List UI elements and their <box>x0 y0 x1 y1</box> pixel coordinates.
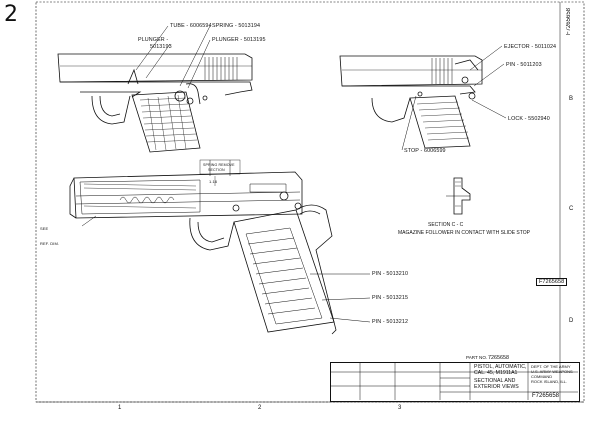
agency-line-4: ROCK ISLAND, ILL. <box>531 379 568 384</box>
margin-number-3: 3 <box>398 405 402 411</box>
title-block <box>330 362 580 402</box>
margin-letter-d: D <box>569 318 574 324</box>
title-line-2: CAL. 45, M1911A1 <box>474 370 518 376</box>
section-label: SECTION C - C <box>428 222 464 228</box>
section-cc-figure <box>446 177 471 215</box>
callout-pin-5013210: PIN - 5013210 <box>372 271 409 277</box>
dimension-label: 1.16 <box>209 179 218 184</box>
callout-plunger-right: PLUNGER - 5013195 <box>212 37 266 43</box>
agency-line-2: U.S. ARMY WEAPONS <box>531 369 573 374</box>
agency-line-1: DEPT. OF THE ARMY <box>531 364 571 369</box>
callout-lock: LOCK - 5502940 <box>508 116 550 122</box>
note-section: SECTION <box>208 168 225 172</box>
view-line-1: SECTIONAL AND <box>474 378 516 384</box>
section-caption: MAGAZINE FOLLOWER IN CONTACT WITH SLIDE … <box>398 230 530 236</box>
note-left-2: REF. DIM. <box>40 241 60 246</box>
drawing-number-vertical: F7265658 <box>566 8 572 36</box>
callout-plunger-left-1: PLUNGER - <box>138 37 169 43</box>
margin-number-2: 2 <box>258 405 262 411</box>
part-no-value: 7265658 <box>488 355 509 361</box>
drawing-number-box: F7265658 <box>536 278 568 286</box>
pistol-right-view <box>339 55 483 149</box>
callout-spring: SPRING - 5013194 <box>212 23 261 29</box>
callout-pin-5013215: PIN - 5013215 <box>372 295 409 301</box>
callout-pin-5011203: PIN - 5011203 <box>506 62 542 68</box>
callout-ejector: EJECTOR - 5011024 <box>504 44 557 50</box>
callout-stop: STOP - 6006599 <box>404 148 446 154</box>
note-spring-remove: SPRING REMOVE <box>203 163 235 167</box>
title-line-1: PISTOL, AUTOMATIC, <box>474 364 527 370</box>
note-left-1: SEE <box>40 226 49 231</box>
callout-pin-5013212: PIN - 5013212 <box>372 319 409 325</box>
part-no-label: PART NO. <box>466 355 488 360</box>
sheet-number: 2 <box>4 2 18 27</box>
margin-letter-b: B <box>569 96 574 102</box>
callout-plunger-left-2: 5013193 <box>150 44 172 50</box>
view-line-2: EXTERIOR VIEWS <box>474 384 519 390</box>
margin-number-1: 1 <box>118 405 122 411</box>
margin-letter-c: C <box>569 206 574 212</box>
pistol-left-view <box>57 53 253 153</box>
title-block-drawing-number: F7265658 <box>532 393 560 399</box>
callout-tube: TUBE - 6006594 <box>170 23 212 29</box>
agency-line-3: COMMAND <box>531 374 553 379</box>
pistol-section-view <box>69 159 337 335</box>
